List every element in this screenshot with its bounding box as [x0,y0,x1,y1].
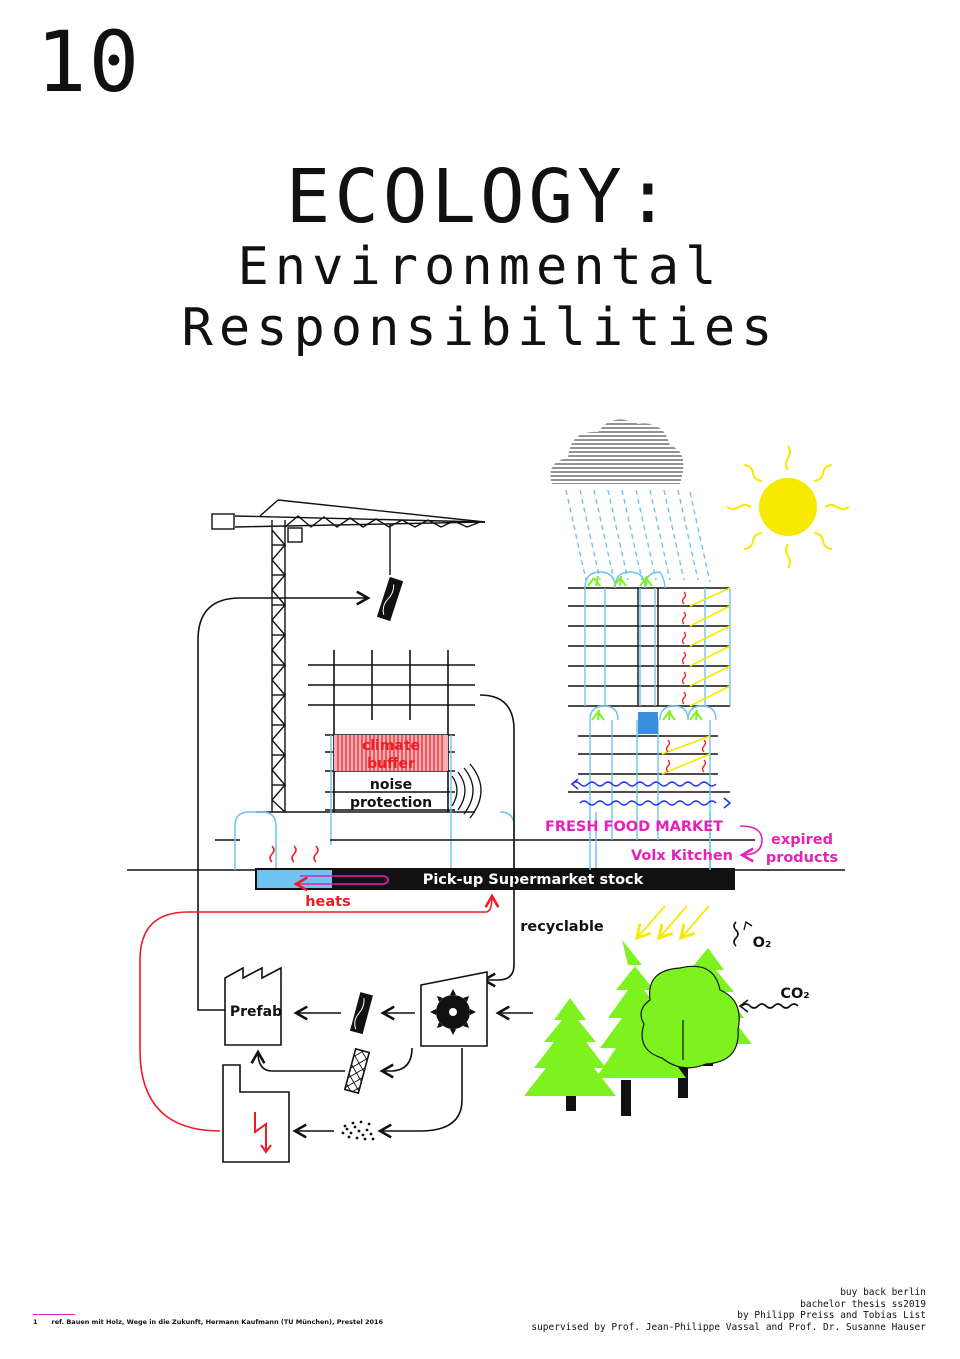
forest-icon [524,905,799,1116]
pickup-label: Pick-up Supermarket stock [423,872,644,888]
footnote-rule [33,1314,75,1315]
timber-building-frame [256,650,475,813]
expired-products-arrow [739,825,763,863]
credits-supervisors: supervised by Prof. Jean-Philippe Vassal… [531,1321,926,1333]
subtitle-line-1: Environmental [237,237,723,297]
heats-label: heats [305,894,351,910]
saw-to-chips-arrow [377,1048,463,1139]
wood-chips-icon [341,1120,375,1141]
glulam-to-prefab-arrow [250,1049,345,1072]
crane-icon [211,499,486,813]
footnote-text: ref. Bauen mit Holz, Wege in die Zukunft… [51,1318,384,1326]
saw-to-glulam-arrow [379,1047,413,1079]
glulam-board-icon [343,1047,371,1095]
green-tower-building [568,571,732,870]
prefab-factory-icon [224,966,282,1046]
title-block: ECOLOGY: Environmental Responsibilities [0,160,960,355]
heat-loop-arrow [293,875,389,892]
sound-waves-icon [451,763,482,819]
credits-authors: by Philipp Preiss and Tobias List [737,1310,926,1321]
footnote: 1 ref. Bauen mit Holz, Wege in die Zukunf… [33,1318,383,1326]
prefab-label: Prefab [230,1004,282,1020]
power-plant-icon [222,1064,290,1163]
co2-label: CO₂ [780,986,809,1002]
hanging-timber-icon [376,576,404,622]
protection-label: protection [350,795,432,811]
noise-label: noise [370,777,412,793]
subtitle-line-2: Responsibilities [181,297,779,358]
climate-label: climate [362,738,420,754]
climate-buffer-zone [330,735,452,870]
products-label: products [766,850,838,866]
credits-block: buy back berlin bachelor thesis ss2019 b… [531,1287,926,1333]
o2-label: O₂ [753,935,772,951]
prefab-to-crane-arrow [197,590,371,1011]
rain-cloud-icon [550,419,711,583]
credits-project: buy back berlin [840,1287,926,1298]
heat-storage-zone [257,870,332,888]
sawmill-icon [420,971,488,1047]
sun-icon [726,445,850,569]
page-title: ECOLOGY: [285,154,675,240]
fresh-food-market-label: FRESH FOOD MARKET [545,819,723,835]
buffer-label: buffer [367,756,415,772]
heats-arrow [139,893,500,1132]
heat-waves-icon [269,845,319,863]
page-number: 10 [36,13,142,111]
expired-label: expired [771,832,833,848]
volx-kitchen-label: Volx Kitchen [631,848,733,864]
credits-thesis: bachelor thesis ss2019 [800,1298,926,1310]
timber-beam-icon [350,992,373,1035]
recyclable-arrow [479,694,515,988]
recyclable-label: recyclable [520,919,604,935]
footnote-number: 1 [33,1318,38,1326]
